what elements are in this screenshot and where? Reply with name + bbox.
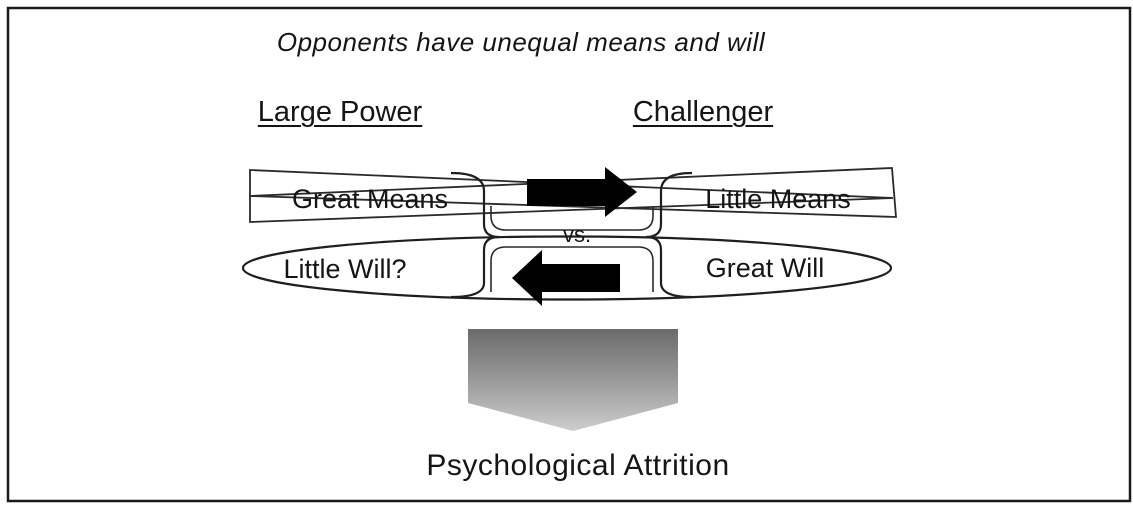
versus-label: vs. [562,222,592,247]
great-will-label: Great Will [705,253,825,283]
center-top-bracket-line [490,206,654,231]
left-arrow-icon [512,250,620,306]
little-will-label: Little Will? [283,254,407,284]
left-brace-shape [450,171,500,299]
down-arrow-icon [468,329,678,431]
great-means-label: Great Means [291,184,449,214]
center-bottom-bracket-line [490,246,654,292]
column-header-large-power: Large Power [257,96,423,128]
right-brace-shape [645,171,693,299]
right-arrow-icon [527,167,637,217]
slide-border [6,6,1132,503]
outcome-label: Psychological Attrition [426,449,730,482]
diagram-title: Opponents have unequal means and will [276,27,766,57]
column-header-challenger: Challenger [632,96,774,128]
will-ellipse-shape [241,235,893,301]
little-means-label: Little Means [705,184,851,214]
